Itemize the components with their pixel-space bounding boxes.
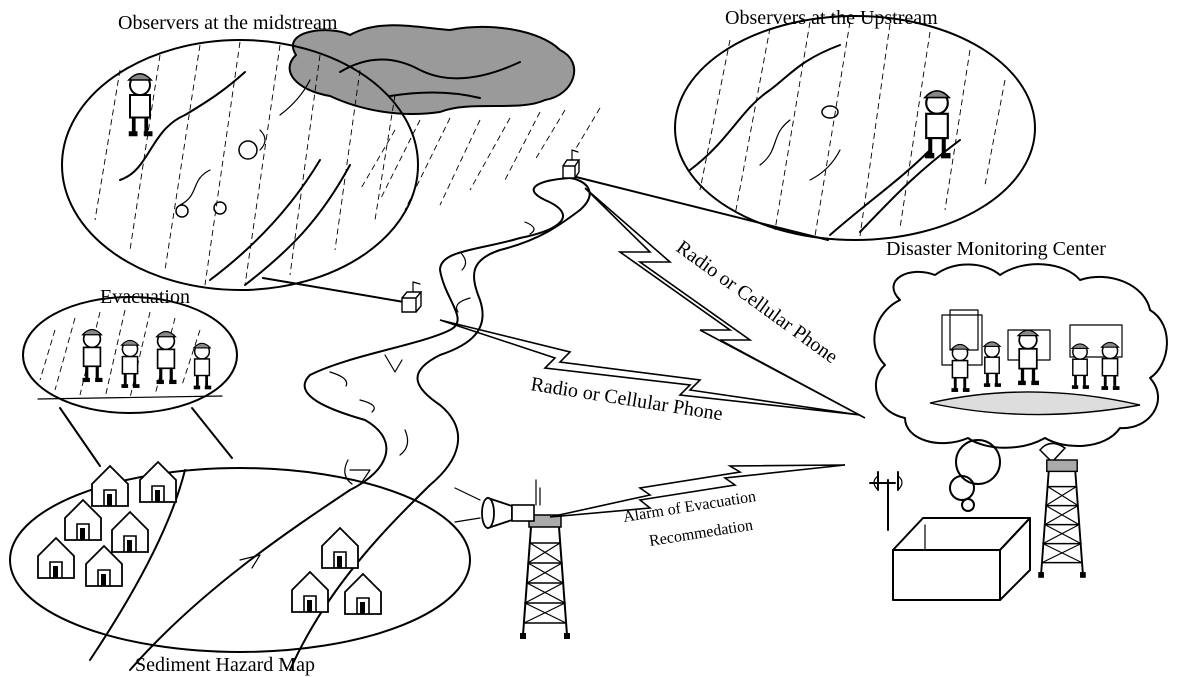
observer-person-icon [925,91,951,159]
antenna-icon [869,471,903,531]
lightning-signal-icon [439,319,861,416]
upstream-observers-label: Observers at the Upstream [725,7,938,29]
monitoring-center-cloud [873,263,1168,512]
house-icon [111,511,149,553]
midstream-observers-label: Observers at the midstream [118,12,338,34]
house-icon [139,461,177,503]
house-icon [321,527,359,569]
observer-person-icon [982,340,1003,389]
monitoring-station-icon [401,281,423,313]
observer-person-icon [1070,342,1091,391]
monitoring-center-building [892,517,1031,601]
satellite-dish-icon [1038,442,1067,464]
upstream-observers-bubble [571,15,1036,241]
observer-person-icon [192,341,213,391]
evacuation-bubble [22,296,238,467]
center-tower [1037,459,1087,579]
monitoring-station-icon [562,149,581,179]
observer-person-icon [1100,341,1121,392]
midstream-observers-bubble [61,39,419,303]
sediment-hazard-map-label: Sediment Hazard Map [135,654,315,676]
siren-tower-icon [454,479,571,640]
house-icon [344,573,382,615]
house-icon [91,465,129,507]
hazard-zone [9,461,471,661]
disaster-monitoring-center-label: Disaster Monitoring Center [886,238,1106,260]
lightning-signal-icon [584,187,866,419]
rain-streaks [359,107,601,211]
observer-person-icon [120,339,141,390]
radio-label-lower: Radio or Cellular Phone [529,373,724,425]
observer-person-icon [950,343,971,394]
alarm-label-line2: Recommedation [648,517,754,550]
evacuation-label: Evacuation [100,286,190,308]
observer-person-icon [154,329,179,386]
observer-person-icon [80,327,105,384]
house-icon [37,537,75,579]
observer-person-icon [1016,328,1041,387]
house-icon [291,571,329,613]
rain-cloud-icon [288,24,576,115]
lightning-signal-icon [549,464,846,518]
